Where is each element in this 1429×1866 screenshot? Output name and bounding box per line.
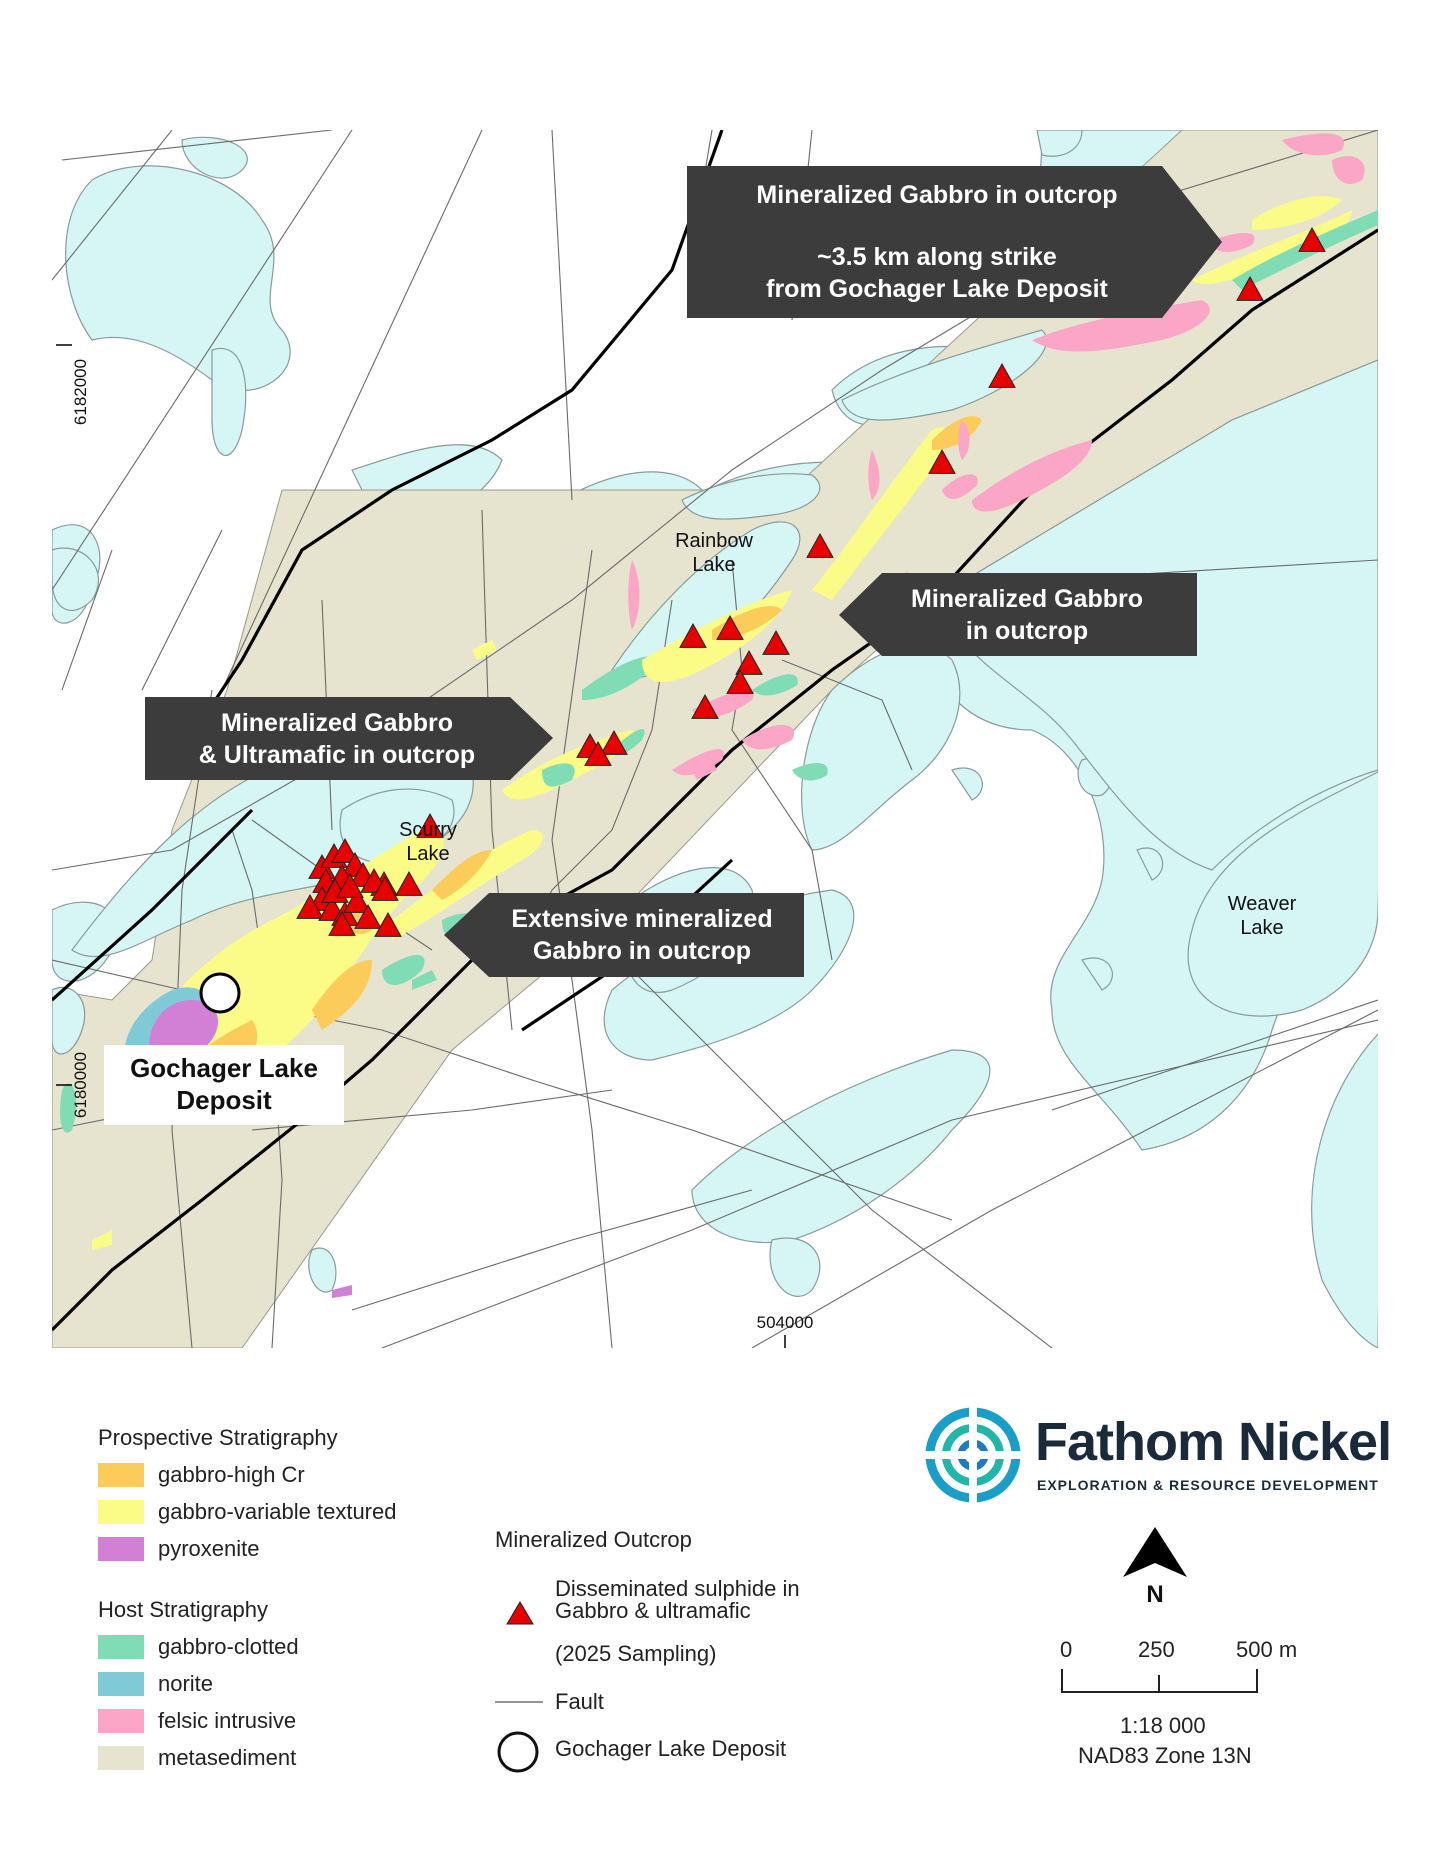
deposit-marker[interactable] xyxy=(199,972,241,1014)
swatch-norite xyxy=(98,1672,144,1696)
geology-map: Mineralized Gabbro in outcrop ~3.5 km al… xyxy=(52,130,1378,1348)
legend-item-label: norite xyxy=(158,1671,214,1696)
sample-triangle-icon[interactable] xyxy=(395,870,423,896)
deposit-label-line1: Gochager Lake xyxy=(130,1053,318,1083)
callout-ne-line2: ~3.5 km along strike xyxy=(817,243,1057,271)
callout-rainbow-line1: Mineralized Gabbro xyxy=(911,585,1143,613)
sample-triangle-icon[interactable] xyxy=(716,614,744,640)
sample-triangle-icon[interactable] xyxy=(679,622,707,648)
callout-south-line1: Extensive mineralized xyxy=(511,905,772,933)
legend-item-label: pyroxenite xyxy=(158,1536,260,1561)
northing-label-lower: 6180000 xyxy=(71,1052,90,1118)
callout-west-line2: & Ultramafic in outcrop xyxy=(199,741,475,769)
sample-triangle-icon[interactable] xyxy=(296,893,324,919)
logo-subtitle: EXPLORATION & RESOURCE DEVELOPMENT xyxy=(1037,1477,1379,1493)
lake-label-scurry: Scurry xyxy=(399,819,457,841)
scale-projection: NAD83 Zone 13N xyxy=(1078,1743,1252,1768)
scale-tick-250: 250 xyxy=(1138,1637,1175,1662)
legend-triangle-icon xyxy=(506,1601,534,1625)
legend-item-norite: norite xyxy=(98,1669,213,1699)
lake-label-rainbow-2: Lake xyxy=(692,554,735,576)
swatch-gabbro-high-cr xyxy=(98,1463,144,1487)
scale-bar: 0 250 500 m 1:18 000 NAD83 Zone 13N xyxy=(1040,1625,1340,1775)
legend-host-title: Host Stratigraphy xyxy=(98,1597,268,1622)
sample-triangle-icon[interactable] xyxy=(1236,275,1264,301)
sample-triangle-icon[interactable] xyxy=(928,448,956,474)
callout-ne-line3: from Gochager Lake Deposit xyxy=(766,275,1108,303)
lake-label-weaver-2: Lake xyxy=(1240,917,1283,939)
callout-rainbow: Mineralized Gabbro in outcrop xyxy=(839,573,1197,656)
sample-triangle-icon[interactable] xyxy=(328,910,356,936)
sample-triangle-icon[interactable] xyxy=(988,362,1016,388)
metasediment-belt xyxy=(52,130,1378,1348)
scale-tick-0: 0 xyxy=(1060,1637,1073,1662)
legend-item-label: gabbro-variable textured xyxy=(158,1499,397,1524)
callout-rainbow-line2: in outcrop xyxy=(966,617,1088,645)
north-label: N xyxy=(1146,1581,1164,1608)
swatch-pyroxenite xyxy=(98,1537,144,1561)
legend-fault-icon xyxy=(495,1701,543,1703)
callout-ne-line1: Mineralized Gabbro in outcrop xyxy=(756,181,1117,209)
callout-west: Mineralized Gabbro & Ultramafic in outcr… xyxy=(145,697,553,780)
scale-tick-500: 500 m xyxy=(1236,1637,1298,1662)
legend-outcrop-text: Disseminated sulphide in Gabbro & ultram… xyxy=(555,1578,800,1622)
legend-deposit-label: Gochager Lake Deposit xyxy=(555,1736,787,1761)
swatch-gabbro-variable xyxy=(98,1500,144,1524)
legend-item-metasediment: metasediment xyxy=(98,1743,296,1773)
north-arrow: N xyxy=(1115,1525,1195,1608)
legend-prospective-title: Prospective Stratigraphy xyxy=(98,1425,338,1450)
legend-item-felsic: felsic intrusive xyxy=(98,1706,296,1736)
easting-label: 504000 xyxy=(757,1313,814,1332)
north-arrow-icon xyxy=(1123,1527,1187,1577)
lake-label-rainbow: Rainbow xyxy=(675,530,753,552)
sample-triangle-icon[interactable] xyxy=(726,668,754,694)
sample-triangle-icon[interactable] xyxy=(806,532,834,558)
sample-triangle-icon[interactable] xyxy=(343,887,371,913)
legend-outcrop-line3: (2025 Sampling) xyxy=(555,1641,717,1666)
swatch-gabbro-clotted xyxy=(98,1635,144,1659)
logo-target-icon xyxy=(925,1407,1021,1503)
fathom-nickel-logo: Fathom Nickel EXPLORATION & RESOURCE DEV… xyxy=(925,1405,1392,1505)
callout-west-line1: Mineralized Gabbro xyxy=(221,709,453,737)
legend-item-gabbro-high-cr: gabbro-high Cr xyxy=(98,1460,305,1490)
lake-label-scurry-2: Lake xyxy=(406,843,449,865)
legend-deposit-icon xyxy=(497,1731,539,1773)
sample-triangle-icon[interactable] xyxy=(336,872,364,898)
sample-triangle-icon[interactable] xyxy=(354,903,382,929)
swatch-felsic xyxy=(98,1709,144,1733)
legend-item-label: gabbro-high Cr xyxy=(158,1462,305,1487)
sample-triangle-icon[interactable] xyxy=(331,837,359,863)
callout-south: Extensive mineralized Gabbro in outcrop xyxy=(444,893,804,977)
scale-bar-line xyxy=(1061,1669,1258,1693)
scale-ratio: 1:18 000 xyxy=(1120,1713,1206,1738)
callout-northeast: Mineralized Gabbro in outcrop ~3.5 km al… xyxy=(687,166,1222,318)
sample-triangles xyxy=(296,226,1326,937)
sample-triangle-icon[interactable] xyxy=(1298,226,1326,252)
callout-south-line2: Gabbro in outcrop xyxy=(533,937,751,965)
legend-item-pyroxenite: pyroxenite xyxy=(98,1534,260,1564)
legend-item-gabbro-variable: gabbro-variable textured xyxy=(98,1497,396,1527)
sample-triangle-icon[interactable] xyxy=(600,729,628,755)
sample-triangle-icon[interactable] xyxy=(371,875,399,901)
sample-triangle-icon[interactable] xyxy=(374,911,402,937)
sample-triangle-icon[interactable] xyxy=(762,629,790,655)
legend-outcrop-line1: Disseminated sulphide in xyxy=(555,1576,800,1601)
legend-outcrop-line2: Gabbro & ultramafic xyxy=(555,1598,751,1623)
sample-triangle-icon[interactable] xyxy=(584,740,612,766)
legend-item-label: metasediment xyxy=(158,1745,297,1770)
deposit-label-box: Gochager Lake Deposit xyxy=(104,1045,344,1125)
lake-label-weaver: Weaver xyxy=(1228,893,1297,915)
legend-fault-label: Fault xyxy=(555,1689,604,1714)
legend-outcrop-title: Mineralized Outcrop xyxy=(495,1527,692,1552)
deposit-label-line2: Deposit xyxy=(176,1085,272,1115)
sample-triangle-icon[interactable] xyxy=(691,693,719,719)
northing-label-upper: 6182000 xyxy=(71,359,90,425)
legend-item-label: gabbro-clotted xyxy=(158,1634,299,1659)
legend-item-gabbro-clotted: gabbro-clotted xyxy=(98,1632,299,1662)
logo-title: Fathom Nickel xyxy=(1035,1412,1392,1472)
legend-item-label: felsic intrusive xyxy=(158,1708,297,1733)
sample-triangle-icon[interactable] xyxy=(735,649,763,675)
swatch-metasediment xyxy=(98,1746,144,1770)
sample-triangle-icon[interactable] xyxy=(416,812,444,838)
